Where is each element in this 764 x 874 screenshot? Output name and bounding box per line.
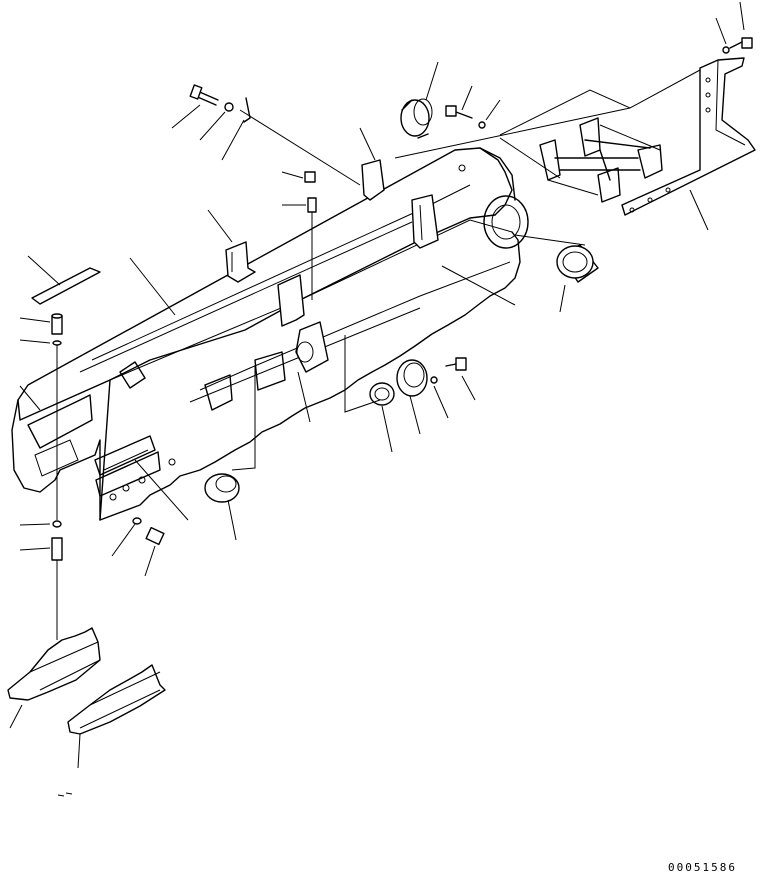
support-frame <box>539 117 663 203</box>
washer-top <box>224 102 234 112</box>
wear-plate <box>31 267 101 305</box>
leader-lines <box>9 1 745 769</box>
washer-left-lower <box>52 520 62 528</box>
frame-bracket-left <box>225 241 256 283</box>
bushing-right <box>556 244 599 283</box>
washer-left <box>52 340 62 346</box>
frame-bracket-center <box>361 159 439 249</box>
bushing-lower <box>204 473 240 503</box>
bolt-top-right <box>729 37 753 49</box>
track-guard-upper <box>7 627 101 701</box>
bolt-top-left <box>189 84 219 106</box>
washer-top-right <box>722 46 730 54</box>
washer-top-mid <box>478 121 486 129</box>
cotter-pin <box>243 97 251 123</box>
bushing-top <box>400 98 433 139</box>
frame-bracket-mid <box>277 274 329 373</box>
bolt-top-mid <box>445 105 473 119</box>
bolt-center <box>145 526 165 546</box>
washer-center <box>132 517 142 525</box>
track-frame <box>11 147 529 521</box>
bolt-side <box>445 357 467 371</box>
grease-fitting <box>304 171 317 300</box>
guard-bracket <box>621 57 756 216</box>
drawing-number: 00051586 <box>668 861 737 874</box>
seal-ring <box>369 382 395 406</box>
bolt-left-lower <box>51 537 63 561</box>
partial-mark <box>57 792 73 797</box>
washer-ring <box>430 376 438 384</box>
cover-ring <box>396 359 428 397</box>
pin <box>51 313 63 335</box>
